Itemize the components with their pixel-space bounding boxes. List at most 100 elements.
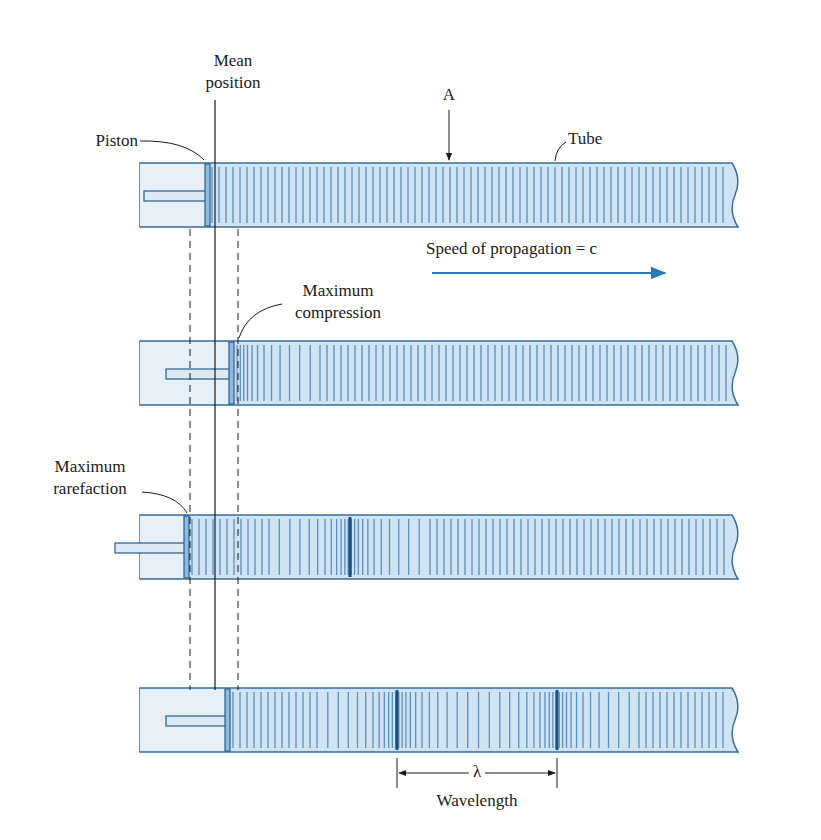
air-layer bbox=[716, 519, 717, 575]
air-layer bbox=[246, 167, 247, 223]
air-layer bbox=[407, 167, 408, 223]
air-layer bbox=[401, 692, 402, 748]
air-layer bbox=[708, 692, 709, 748]
air-layer bbox=[309, 519, 310, 575]
state-label: Maximum compression bbox=[279, 280, 397, 324]
air-layer bbox=[232, 167, 233, 223]
air-layer bbox=[491, 167, 492, 223]
air-layer bbox=[219, 519, 220, 575]
air-layer bbox=[711, 345, 712, 401]
air-layer bbox=[480, 345, 481, 401]
air-layer bbox=[445, 345, 446, 401]
air-layer bbox=[669, 345, 670, 401]
air-layer bbox=[260, 692, 261, 748]
air-layer bbox=[618, 519, 619, 575]
air-layer bbox=[428, 167, 429, 223]
air-layer bbox=[484, 167, 485, 223]
air-layer bbox=[485, 519, 486, 575]
air-layer bbox=[191, 519, 192, 575]
air-layer bbox=[620, 345, 621, 401]
air-layer bbox=[506, 519, 507, 575]
air-layer bbox=[232, 692, 233, 748]
air-layer bbox=[429, 519, 430, 575]
air-layer bbox=[631, 167, 632, 223]
air-layer bbox=[709, 519, 710, 575]
air-layer bbox=[683, 345, 684, 401]
air-layer bbox=[529, 345, 530, 401]
air-layer bbox=[467, 692, 468, 748]
state-label: Maximum rarefaction bbox=[35, 456, 145, 500]
air-layer bbox=[583, 519, 584, 575]
air-layer bbox=[688, 519, 689, 575]
air-layer bbox=[438, 345, 439, 401]
air-layer bbox=[319, 345, 320, 401]
air-layer bbox=[268, 519, 269, 575]
air-layer bbox=[652, 692, 653, 748]
air-layer bbox=[310, 345, 311, 401]
air-layer bbox=[687, 692, 688, 748]
air-layer bbox=[198, 519, 199, 575]
air-layer bbox=[629, 692, 630, 748]
air-layer bbox=[243, 345, 244, 401]
air-layer bbox=[625, 519, 626, 575]
air-layer bbox=[575, 167, 576, 223]
air-layer bbox=[239, 167, 240, 223]
air-layer bbox=[513, 519, 514, 575]
air-layer bbox=[295, 692, 296, 748]
air-layer bbox=[267, 692, 268, 748]
air-layer bbox=[288, 167, 289, 223]
air-layer bbox=[456, 167, 457, 223]
air-layer bbox=[518, 692, 519, 748]
compression-line bbox=[396, 690, 399, 750]
air-layer bbox=[368, 345, 369, 401]
air-layer bbox=[617, 167, 618, 223]
air-layer bbox=[431, 345, 432, 401]
air-layer bbox=[379, 167, 380, 223]
air-layer bbox=[549, 692, 550, 748]
air-layer bbox=[566, 692, 567, 748]
air-layer bbox=[589, 167, 590, 223]
air-layer bbox=[667, 519, 668, 575]
air-layer bbox=[463, 167, 464, 223]
air-layer bbox=[357, 692, 358, 748]
air-layer bbox=[449, 167, 450, 223]
air-layer bbox=[247, 345, 248, 401]
symbol-label: λ bbox=[469, 761, 485, 783]
air-layer bbox=[466, 345, 467, 401]
air-layer bbox=[354, 345, 355, 401]
air-layer bbox=[526, 692, 527, 748]
air-layer bbox=[520, 519, 521, 575]
air-layer bbox=[660, 519, 661, 575]
tube bbox=[140, 163, 738, 752]
air-layer bbox=[627, 345, 628, 401]
air-layer bbox=[271, 345, 272, 401]
air-layer bbox=[442, 167, 443, 223]
air-layer bbox=[611, 519, 612, 575]
air-layer bbox=[435, 167, 436, 223]
air-layer bbox=[400, 167, 401, 223]
air-layer bbox=[405, 692, 406, 748]
air-layer bbox=[590, 692, 591, 748]
air-layer bbox=[613, 345, 614, 401]
air-layer bbox=[299, 345, 300, 401]
air-layer bbox=[443, 519, 444, 575]
air-layer bbox=[373, 519, 374, 575]
air-layer bbox=[598, 692, 599, 748]
air-layer bbox=[233, 519, 234, 575]
air-layer bbox=[375, 345, 376, 401]
leader-lines bbox=[140, 110, 566, 788]
air-layer bbox=[470, 167, 471, 223]
air-layer bbox=[358, 519, 359, 575]
air-layer bbox=[539, 692, 540, 748]
air-layer bbox=[666, 167, 667, 223]
air-layer bbox=[666, 692, 667, 748]
air-layer bbox=[398, 519, 399, 575]
speed-label: Speed of propagation = c bbox=[426, 238, 686, 260]
air-layer bbox=[247, 519, 248, 575]
air-layer bbox=[562, 692, 563, 748]
air-layer bbox=[361, 345, 362, 401]
propagation-arrow bbox=[432, 272, 665, 274]
air-layer bbox=[606, 345, 607, 401]
air-layer bbox=[639, 519, 640, 575]
air-layer bbox=[533, 167, 534, 223]
